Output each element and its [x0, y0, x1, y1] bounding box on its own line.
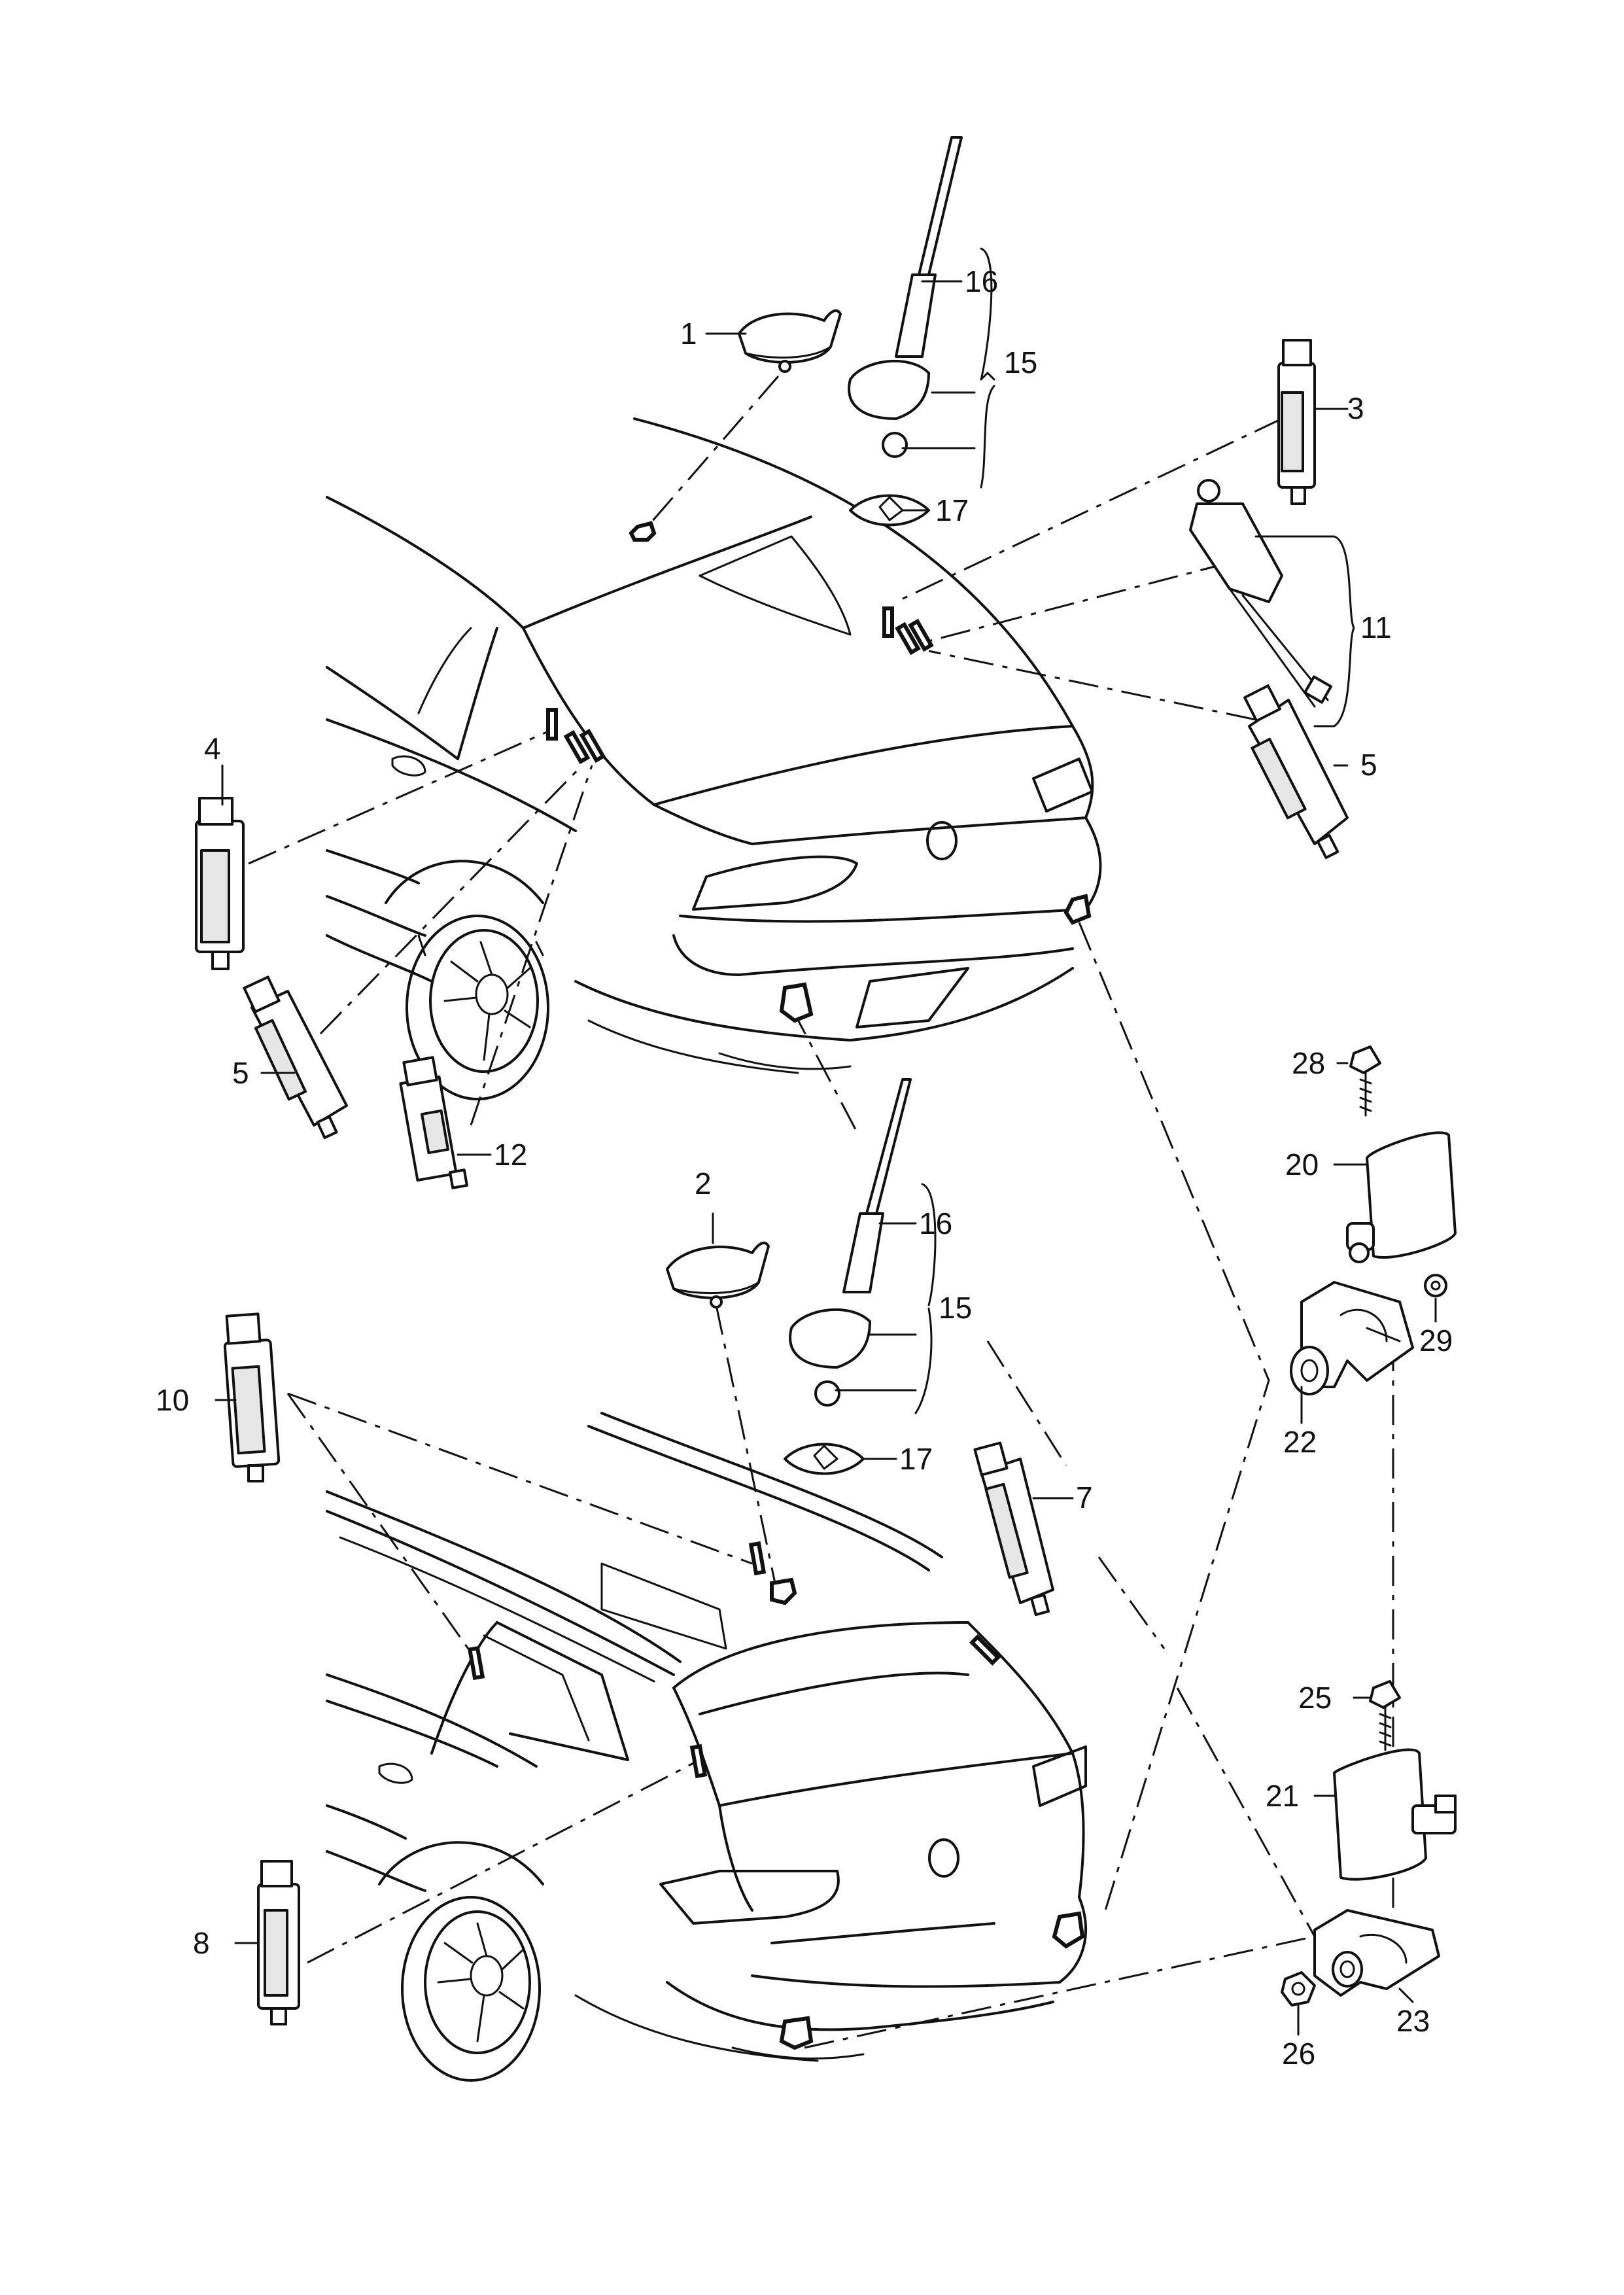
part-3-amplifier [1277, 339, 1316, 505]
part-23-bracket [1313, 1909, 1440, 1997]
callout-7: 7 [1076, 1480, 1093, 1515]
part-7-antenna-module [973, 1441, 1054, 1617]
callout-15-top: 15 [1004, 345, 1037, 379]
callout-2: 2 [695, 1166, 712, 1200]
slot-marker [882, 606, 894, 638]
callout-12: 12 [494, 1138, 527, 1172]
callout-20: 20 [1285, 1148, 1319, 1182]
leader-lines [248, 376, 1394, 2049]
part-5-antenna-module-left [243, 975, 348, 1140]
part-1-roof-antenna-fin [738, 309, 842, 373]
slot-marker [908, 618, 934, 652]
slot-marker [969, 1634, 1001, 1666]
part-26-nut [1281, 1971, 1316, 2006]
callout-11: 11 [1360, 610, 1392, 644]
part-12-connector-module [399, 1056, 468, 1189]
part-21-control-module [1333, 1748, 1457, 1881]
slot-marker [467, 1645, 485, 1681]
part-25-screw [1369, 1680, 1401, 1751]
part-15-16-rod-antenna-bottom [784, 1078, 912, 1475]
callout-5-right: 5 [1360, 748, 1377, 782]
slot-marker [895, 622, 921, 656]
part-15-16-rod-antenna-top [848, 136, 963, 527]
sedan-car-outline [326, 417, 1102, 1100]
bumper-bracket-marker [1052, 1911, 1085, 1949]
callout-5-left: 5 [232, 1056, 249, 1090]
part-22-bracket [1290, 1281, 1414, 1395]
callout-leaders [215, 247, 1437, 2036]
part-11-cable-amplifier [1189, 479, 1332, 708]
slot-marker [689, 1743, 708, 1779]
callout-23: 23 [1396, 2004, 1430, 2038]
callout-17-bottom: 17 [899, 1442, 933, 1476]
callout-16-bottom: 16 [919, 1206, 952, 1240]
part-4-antenna-module-left [195, 797, 245, 970]
roof-antenna-mount-marker [770, 1577, 797, 1605]
roof-antenna-mount-marker [629, 521, 657, 542]
callout-26: 26 [1282, 2037, 1315, 2071]
part-5-antenna-module-right [1243, 684, 1349, 860]
callout-3: 3 [1347, 391, 1364, 425]
callout-17-top: 17 [935, 493, 969, 527]
callout-1: 1 [680, 317, 697, 351]
part-10-antenna-module [223, 1312, 281, 1482]
callout-28: 28 [1292, 1046, 1325, 1080]
callout-10: 10 [156, 1383, 189, 1417]
bumper-bracket-marker [779, 982, 814, 1023]
estate-car-outline [326, 1412, 1087, 2082]
callout-25: 25 [1298, 1681, 1332, 1715]
part-2-roof-antenna-fin [666, 1241, 770, 1308]
callout-22: 22 [1283, 1425, 1317, 1459]
callout-16-top: 16 [965, 264, 998, 298]
slot-marker [546, 708, 558, 741]
slot-marker [579, 728, 606, 763]
part-29-washer [1424, 1274, 1447, 1297]
part-20-control-module [1346, 1131, 1457, 1263]
part-28-screw [1349, 1045, 1381, 1117]
callout-15-bottom: 15 [939, 1291, 972, 1325]
callout-8: 8 [193, 1926, 210, 1960]
bumper-bracket-marker [1063, 894, 1092, 925]
callout-labels: 1 2 3 4 5 5 7 8 10 11 12 15 15 16 16 17 … [156, 264, 1453, 2071]
bumper-bracket-marker [779, 2016, 814, 2050]
callout-21: 21 [1266, 1779, 1299, 1813]
callout-29: 29 [1419, 1323, 1453, 1358]
slot-marker [748, 1541, 767, 1576]
slot-marker [563, 729, 591, 765]
reference-markers [467, 521, 1092, 2050]
callout-4: 4 [204, 731, 221, 765]
part-8-antenna-module [257, 1860, 300, 2025]
